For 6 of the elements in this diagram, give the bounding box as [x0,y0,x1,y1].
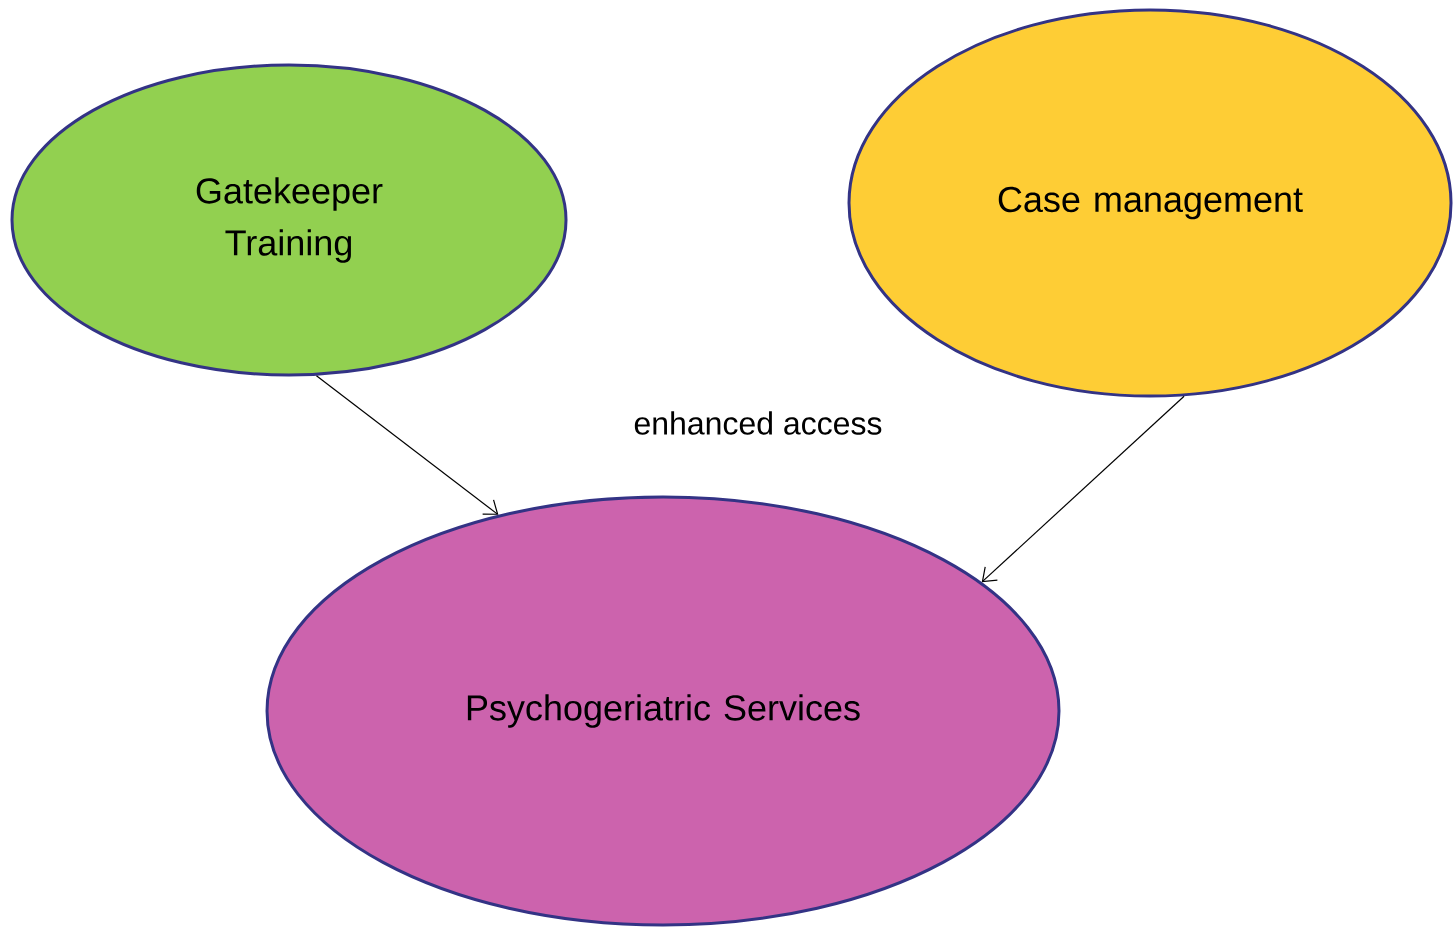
arrow [981,395,1185,583]
annotation-text: enhanced access [634,411,882,435]
ellipse-node: Psychogeriatric Services [265,495,1061,927]
arrow [315,375,499,515]
ellipse-node: Case management [847,8,1453,398]
ellipse-node: Gatekeeper Training [10,63,568,377]
